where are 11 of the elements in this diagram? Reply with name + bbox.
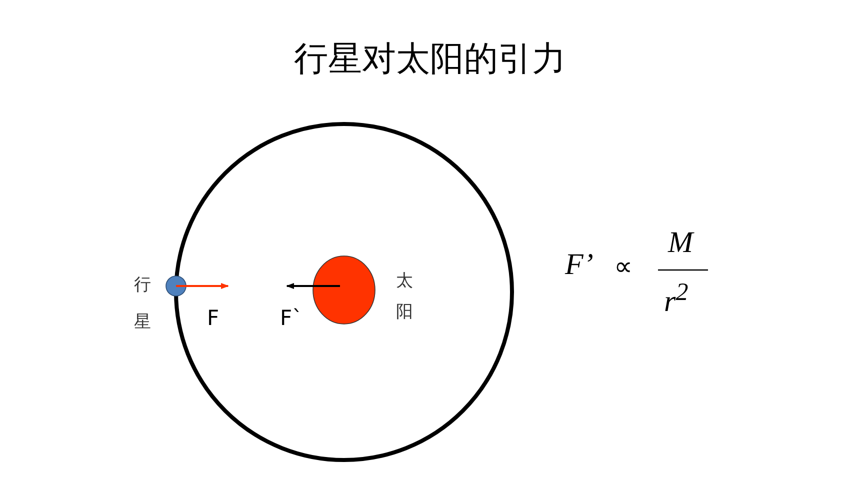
force-label: F` (280, 308, 303, 329)
title: 行星对太阳的引力 (293, 42, 567, 76)
node-caption: 太阳 (396, 270, 414, 324)
node-caption: 行星 (134, 274, 152, 334)
sun-circle (312, 256, 376, 324)
planet-circle (166, 276, 186, 296)
force-label: F (207, 308, 220, 329)
proportional-sign: ∝ (614, 254, 633, 280)
formula-term: M (668, 228, 693, 258)
formula-term: r$^{2}$ (664, 280, 688, 317)
formula-term: F’ (565, 250, 594, 280)
